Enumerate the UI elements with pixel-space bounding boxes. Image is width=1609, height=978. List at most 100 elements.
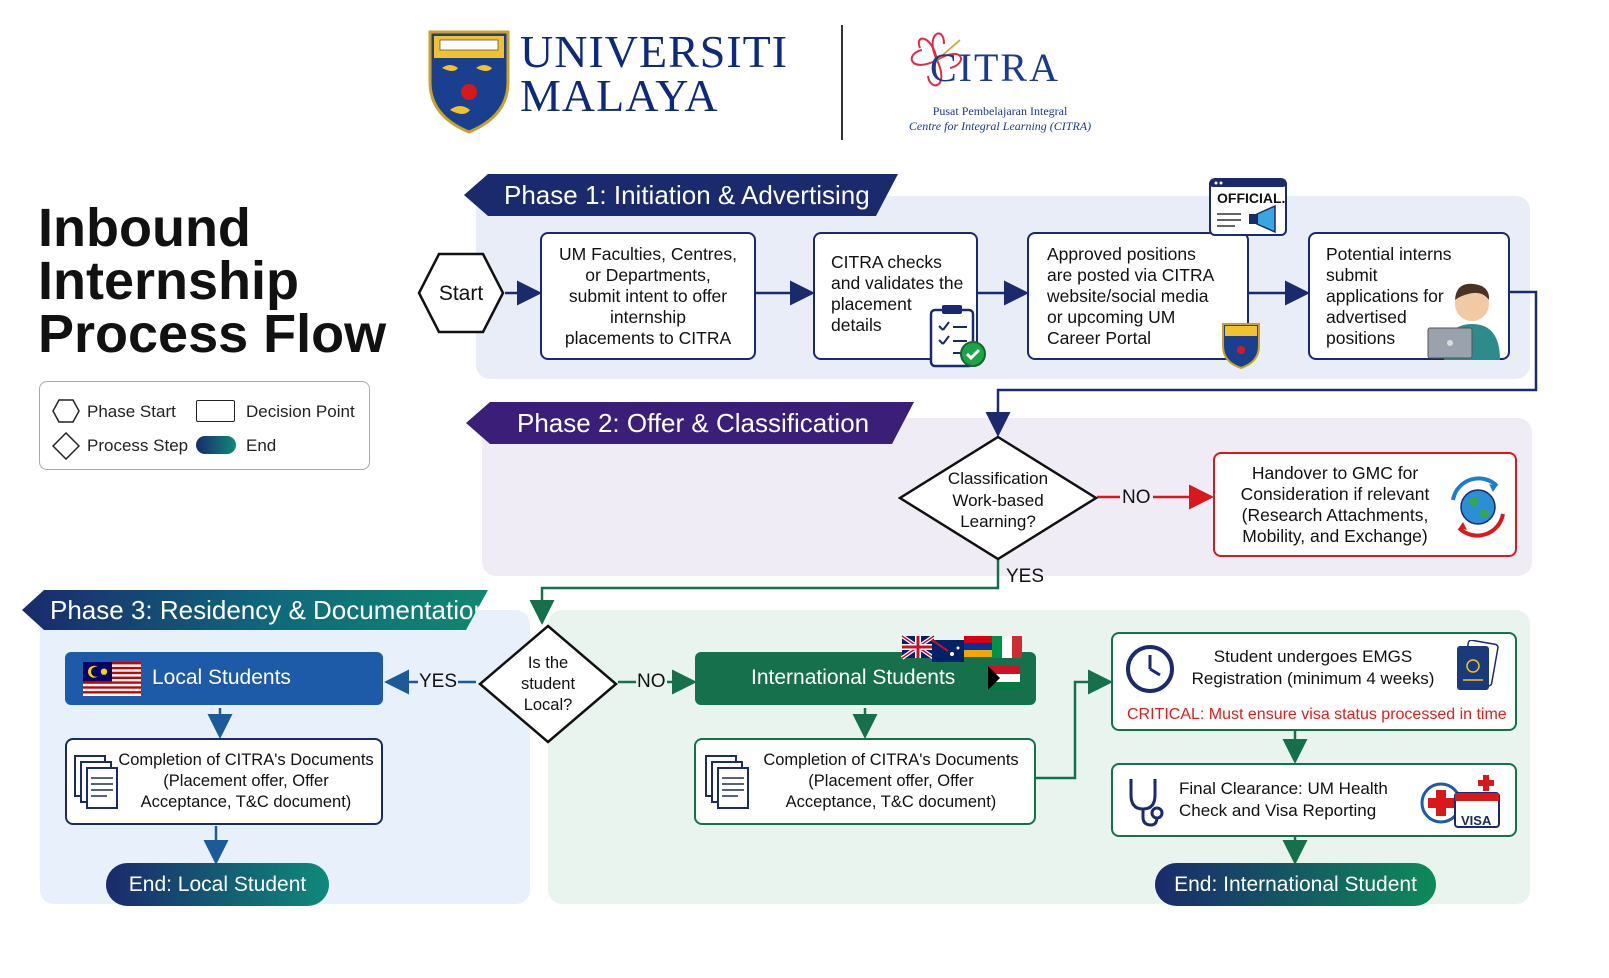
legend: Phase Start Decision Point Process Step … bbox=[39, 381, 370, 470]
clock-icon bbox=[1126, 645, 1174, 693]
decision-classification[interactable]: Classification Work-based Learning? bbox=[898, 435, 1098, 561]
decision-local-diamond bbox=[478, 624, 618, 744]
malaysia-flag-icon bbox=[83, 662, 141, 696]
citra-name: CITRA bbox=[930, 45, 1060, 90]
passport-icon bbox=[1457, 640, 1499, 690]
phase2-banner-text: Phase 2: Offer & Classification bbox=[517, 407, 870, 438]
local-docs[interactable]: Completion of CITRA's Documents (Placeme… bbox=[65, 738, 383, 825]
citra-sub1: Pusat Pembelajaran Integral bbox=[932, 104, 1068, 118]
decision-local-l3: Local? bbox=[523, 696, 573, 714]
step-submit-intent-l1: UM Faculties, Centres, bbox=[559, 243, 737, 264]
handover-gmc-l4: Mobility, and Exchange) bbox=[1242, 525, 1428, 546]
decision-classification-l3: Learning? bbox=[960, 512, 1036, 531]
legend-phase-start: Phase Start bbox=[87, 402, 176, 421]
handover-gmc[interactable]: Handover to GMC for Consideration if rel… bbox=[1213, 452, 1517, 557]
megaphone-icon bbox=[1209, 178, 1287, 236]
page-title-line3: Process Flow bbox=[38, 304, 387, 364]
local-students-label: Local Students bbox=[152, 666, 291, 689]
citra-logo: CITRA Pusat Pembelajaran Integral Centre… bbox=[880, 24, 1110, 136]
emgs-registration[interactable]: Student undergoes EMGS Registration (min… bbox=[1111, 632, 1517, 731]
citra-sub2: Centre for Integral Learning (CITRA) bbox=[908, 119, 1092, 133]
classification-yes-label: YES bbox=[1006, 566, 1045, 587]
phase1-banner: Phase 1: Initiation & Advertising bbox=[464, 174, 898, 216]
step-citra-validates-l4: details bbox=[831, 315, 882, 335]
phase1-banner-text: Phase 1: Initiation & Advertising bbox=[504, 179, 870, 210]
header-divider bbox=[841, 25, 843, 140]
um-line1: UNIVERSITI bbox=[520, 26, 789, 77]
end-local-pill[interactable]: End: Local Student bbox=[106, 863, 329, 906]
end-local-label: End: Local Student bbox=[128, 872, 307, 896]
local-docs-l1: Completion of CITRA's Documents bbox=[118, 751, 374, 769]
handover-gmc-l1: Handover to GMC for bbox=[1251, 462, 1419, 483]
official-badge-text: OFFICIAL. bbox=[1217, 190, 1286, 206]
intl-students-header[interactable]: International Students bbox=[695, 652, 1036, 705]
start-node[interactable]: Start bbox=[417, 252, 505, 334]
step-citra-validates-l1: CITRA checks bbox=[831, 252, 942, 272]
local-yes-label: YES bbox=[418, 671, 459, 693]
stethoscope-icon bbox=[1129, 779, 1164, 827]
decision-local[interactable]: Is the student Local? bbox=[478, 624, 618, 744]
start-hexagon bbox=[417, 252, 505, 334]
critical-note: CRITICAL: Must ensure visa status proces… bbox=[1127, 706, 1507, 723]
emgs-l1: Student undergoes EMGS bbox=[1213, 647, 1413, 666]
step-interns-apply[interactable]: Potential interns submit applications fo… bbox=[1308, 232, 1510, 360]
diamond-icon bbox=[52, 432, 80, 460]
page-title-line2: Internship bbox=[38, 251, 300, 311]
world-flags-icon bbox=[900, 634, 1022, 690]
person-laptop-icon bbox=[1427, 283, 1500, 360]
intl-docs-l2: (Placement offer, Offer bbox=[808, 772, 974, 790]
um-line2: MALAYA bbox=[520, 70, 719, 121]
step-positions-posted-l4: or upcoming UM bbox=[1047, 307, 1176, 327]
step-positions-posted-l3: website/social media bbox=[1047, 286, 1209, 306]
intl-docs[interactable]: Completion of CITRA's Documents (Placeme… bbox=[694, 738, 1036, 825]
step-positions-posted[interactable]: Approved positions are posted via CITRA … bbox=[1027, 232, 1260, 370]
local-docs-l3: Acceptance, T&C document) bbox=[140, 793, 352, 811]
end-intl-label: End: International Student bbox=[1174, 872, 1417, 896]
step-citra-validates-l2: and validates the bbox=[831, 273, 964, 293]
rectangle-icon bbox=[196, 400, 235, 422]
intl-docs-l3: Acceptance, T&C document) bbox=[785, 793, 997, 811]
local-students-header[interactable]: Local Students bbox=[65, 652, 383, 705]
globe-exchange-icon bbox=[1451, 476, 1505, 538]
intl-docs-l1: Completion of CITRA's Documents bbox=[763, 751, 1019, 769]
step-submit-intent-l4: internship bbox=[610, 306, 686, 327]
handover-gmc-l3: (Research Attachments, bbox=[1241, 504, 1429, 525]
final-clearance[interactable]: Final Clearance: UM Health Check and Vis… bbox=[1111, 763, 1517, 837]
checklist-icon bbox=[929, 305, 986, 368]
phase2-banner: Phase 2: Offer & Classification bbox=[466, 402, 914, 444]
step-citra-validates[interactable]: CITRA checks and validates the placement… bbox=[813, 232, 986, 368]
step-submit-intent-l5: placements to CITRA bbox=[564, 327, 732, 348]
documents-icon bbox=[74, 755, 118, 809]
handover-gmc-l2: Consideration if relevant bbox=[1240, 483, 1430, 504]
legend-process-step: Process Step bbox=[87, 436, 189, 455]
phase3-banner-text: Phase 3: Residency & Documentation bbox=[50, 594, 488, 625]
step-positions-posted-l1: Approved positions bbox=[1047, 244, 1196, 264]
intl-students-label: International Students bbox=[751, 666, 956, 689]
legend-decision-point: Decision Point bbox=[246, 402, 355, 421]
clearance-l1: Final Clearance: UM Health bbox=[1179, 779, 1388, 798]
emgs-l2: Registration (minimum 4 weeks) bbox=[1191, 669, 1435, 688]
step-submit-intent[interactable]: UM Faculties, Centres, or Departments, s… bbox=[540, 232, 756, 360]
clearance-l2: Check and Visa Reporting bbox=[1179, 801, 1377, 820]
visa-badge-text: VISA bbox=[1461, 813, 1492, 828]
decision-local-l1: Is the bbox=[527, 654, 569, 672]
step-citra-validates-l3: placement bbox=[831, 294, 912, 314]
hexagon-icon bbox=[52, 399, 80, 423]
um-logo: UNIVERSITI MALAYA bbox=[428, 26, 798, 134]
decision-classification-l2: Work-based bbox=[952, 490, 1044, 510]
decision-classification-l1: Classification bbox=[947, 469, 1049, 488]
um-crest-icon bbox=[428, 30, 510, 134]
um-mini-crest-icon bbox=[1222, 323, 1260, 370]
legend-end: End bbox=[246, 436, 277, 455]
end-intl-pill[interactable]: End: International Student bbox=[1155, 863, 1436, 906]
step-interns-apply-l3: applications for bbox=[1326, 286, 1444, 306]
step-positions-posted-l5: Career Portal bbox=[1047, 328, 1152, 348]
decision-classification-diamond bbox=[898, 435, 1098, 561]
local-docs-l2: (Placement offer, Offer bbox=[163, 772, 329, 790]
step-interns-apply-l4: advertised bbox=[1326, 307, 1407, 327]
step-interns-apply-l1: Potential interns bbox=[1326, 244, 1452, 264]
page-title-line1: Inbound bbox=[38, 198, 251, 258]
step-positions-posted-l2: are posted via CITRA bbox=[1047, 265, 1215, 285]
classification-no-label: NO bbox=[1120, 487, 1153, 509]
step-submit-intent-l3: submit intent to offer bbox=[568, 285, 728, 306]
